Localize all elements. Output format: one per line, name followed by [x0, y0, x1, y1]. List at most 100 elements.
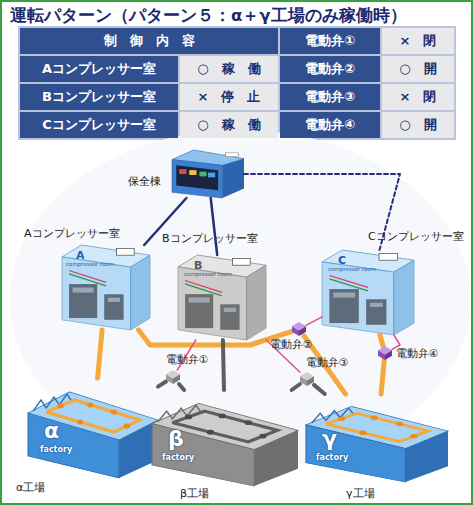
table-cell: × 停 止 [180, 84, 278, 110]
cell-text: ○ 稼 働 [197, 60, 260, 78]
face-polygon [166, 374, 173, 384]
illustration-svg [292, 322, 306, 336]
table-cell: 制 御 内 容 [20, 28, 278, 54]
air-pipe [380, 335, 383, 346]
network-line [244, 174, 400, 250]
face-polygon [176, 165, 218, 190]
face-polygon [378, 350, 385, 360]
face-polygon [178, 267, 247, 340]
pipe-dot [207, 430, 214, 435]
cell-text: 電動弁④ [305, 116, 355, 134]
panel-rect [224, 308, 236, 312]
face-polygon [172, 160, 222, 198]
panel-rect [189, 298, 210, 303]
node-label: 保全棟 [128, 176, 161, 188]
pipe-dot [245, 420, 252, 425]
air-pipe [139, 330, 293, 345]
panel-rect [69, 284, 97, 318]
cell-text: Aコンプレッサー室 [42, 60, 156, 78]
sign-text: factory [316, 454, 348, 462]
node-label: γ工場 [346, 488, 375, 500]
table-cell: × 閉 [382, 84, 454, 110]
face-polygon [299, 326, 306, 336]
node-label: β工場 [180, 488, 209, 500]
cell-text: 電動弁③ [305, 88, 355, 106]
wire-line [329, 279, 368, 291]
face-polygon [385, 350, 392, 360]
pipe-dot [77, 420, 84, 425]
node-label: Cコンプレッサー室 [368, 231, 464, 243]
table-cell: 電動弁① [280, 28, 380, 54]
pipe-dot [371, 416, 378, 420]
factory-letter: γ [322, 428, 337, 450]
illustration-svg [322, 250, 414, 335]
cell-text: 電動弁② [305, 60, 355, 78]
control-line [266, 340, 300, 373]
cell-text: × 停 止 [198, 88, 261, 106]
air-pipe [304, 336, 346, 394]
control-line [177, 340, 196, 370]
wire-line [329, 276, 368, 288]
panel-rect [379, 253, 397, 260]
diagram-title: 運転パターン（パターン５：α＋γ工場のみ稼働時） [10, 5, 407, 27]
panel-rect [370, 303, 383, 307]
table-cell: × 閉 [382, 28, 454, 54]
cell-text: ○ 稼 働 [197, 116, 260, 134]
face-polygon [405, 431, 448, 482]
room-letter: A [76, 250, 85, 261]
cell-text: ○ 開 [399, 116, 436, 134]
node-label: 電動弁① [166, 354, 208, 366]
pipe-line [172, 411, 277, 442]
air-pipe [158, 382, 166, 387]
panel-rect [333, 293, 355, 298]
wire-line [185, 284, 222, 296]
air-pipe [381, 360, 384, 394]
sign-text: compressor room [66, 262, 114, 268]
pipe-dot [218, 414, 225, 419]
pipe-line [46, 400, 140, 432]
illustration-svg [178, 255, 266, 340]
room-letter: B [194, 260, 202, 271]
panel-rect [208, 173, 215, 178]
air-pipe [223, 340, 224, 390]
pipe-dot [338, 416, 345, 420]
face-polygon [322, 262, 394, 335]
table-cell: ○ 稼 働 [180, 112, 278, 138]
face-polygon [222, 159, 244, 198]
pipe-dot [124, 424, 131, 429]
panel-rect [199, 172, 206, 177]
face-polygon [300, 376, 307, 386]
pipe-dot [396, 422, 403, 426]
table-cell: Bコンプレッサー室 [20, 84, 178, 110]
compressor-room: Bコンプレッサー室 [178, 255, 266, 340]
node-label: Aコンプレッサー室 [24, 228, 120, 240]
compressor-room: Cコンプレッサー室 [322, 250, 414, 335]
motor-valve: 電動弁① [166, 370, 180, 384]
pipe-dot [57, 404, 64, 409]
node-label: 電動弁③ [306, 357, 348, 369]
face-polygon [307, 376, 314, 386]
panel-rect [117, 248, 135, 255]
illustration-svg [300, 372, 314, 386]
maintenance-building: 保全棟 [172, 150, 244, 198]
face-polygon [292, 326, 299, 336]
cell-text: 制 御 内 容 [104, 32, 195, 50]
panel-rect [225, 153, 238, 157]
face-polygon [306, 425, 405, 482]
factory-letter: α [44, 420, 59, 442]
cell-text: Bコンプレッサー室 [42, 88, 156, 106]
illustration-svg [172, 150, 244, 198]
pipe-dot [111, 410, 118, 415]
face-polygon [173, 374, 180, 384]
air-pipe [179, 384, 184, 390]
illustration-svg [62, 245, 150, 330]
motor-valve: 電動弁④ [378, 346, 392, 360]
motor-valve: 電動弁② [292, 322, 306, 336]
table-cell: Aコンプレッサー室 [20, 56, 178, 82]
ground-shade [10, 130, 470, 470]
pipe-dot [87, 403, 94, 408]
network-line [211, 198, 218, 255]
illustration-svg [378, 346, 392, 360]
motor-valve: 電動弁③ [300, 372, 314, 386]
